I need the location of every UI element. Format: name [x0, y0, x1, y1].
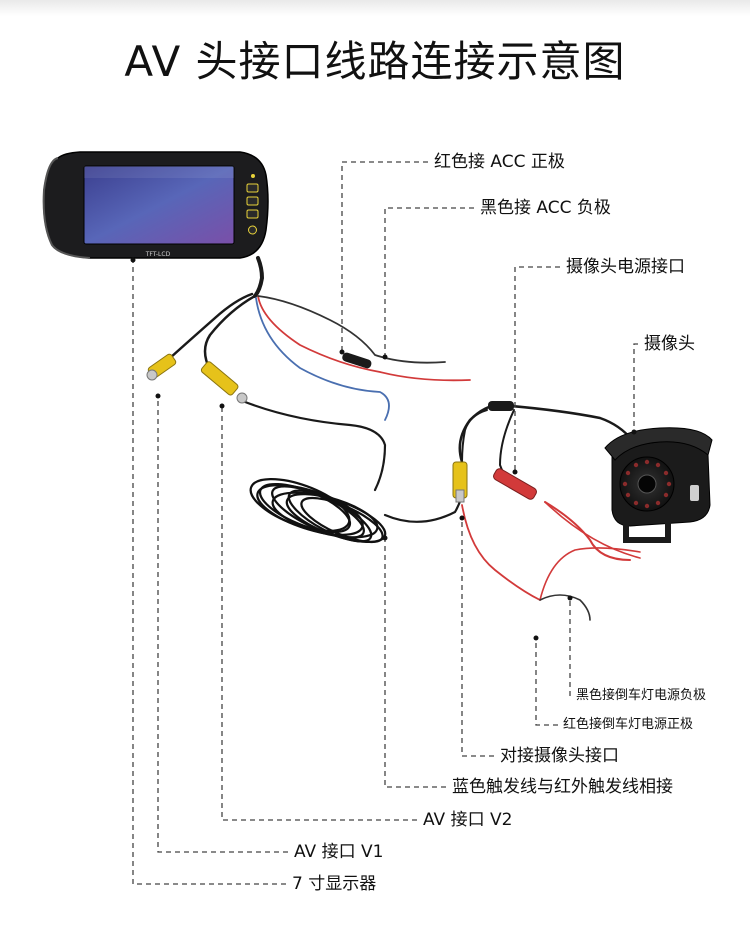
- label-av-v1: AV 接口 V1: [294, 842, 384, 862]
- label-red-reverse-light-positive: 红色接倒车灯电源正极: [563, 717, 694, 732]
- leader-lines: [132, 161, 638, 885]
- label-black-reverse-light-negative: 黑色接倒车灯电源负极: [576, 688, 707, 703]
- label-7inch-display: 7 寸显示器: [292, 874, 377, 894]
- top-gradient-band: [0, 0, 750, 16]
- rca-plug-camera: [452, 461, 468, 503]
- label-black-acc-negative: 黑色接 ACC 负极: [480, 198, 611, 218]
- monitor-buttons: [246, 174, 259, 235]
- rca-plug-av1: [146, 353, 177, 381]
- page-title: AV 头接口线路连接示意图: [124, 37, 626, 86]
- rca-plug-av2: [200, 361, 248, 404]
- label-camera-port: 对接摄像头接口: [500, 746, 619, 766]
- label-av-v2: AV 接口 V2: [423, 810, 513, 830]
- rear-camera: [604, 427, 713, 543]
- monitor-display: TFT-LCD: [42, 151, 269, 259]
- label-camera-power-port: 摄像头电源接口: [566, 257, 685, 277]
- power-connector: [493, 468, 537, 500]
- label-blue-red-trigger: 蓝色触发线与红外触发线相接: [452, 777, 673, 797]
- label-red-acc-positive: 红色接 ACC 正极: [434, 152, 565, 172]
- monitor-brand-text: TFT-LCD: [145, 251, 171, 258]
- wire-harness: [168, 256, 641, 621]
- leader-dots: [130, 257, 637, 641]
- label-camera: 摄像头: [644, 334, 695, 354]
